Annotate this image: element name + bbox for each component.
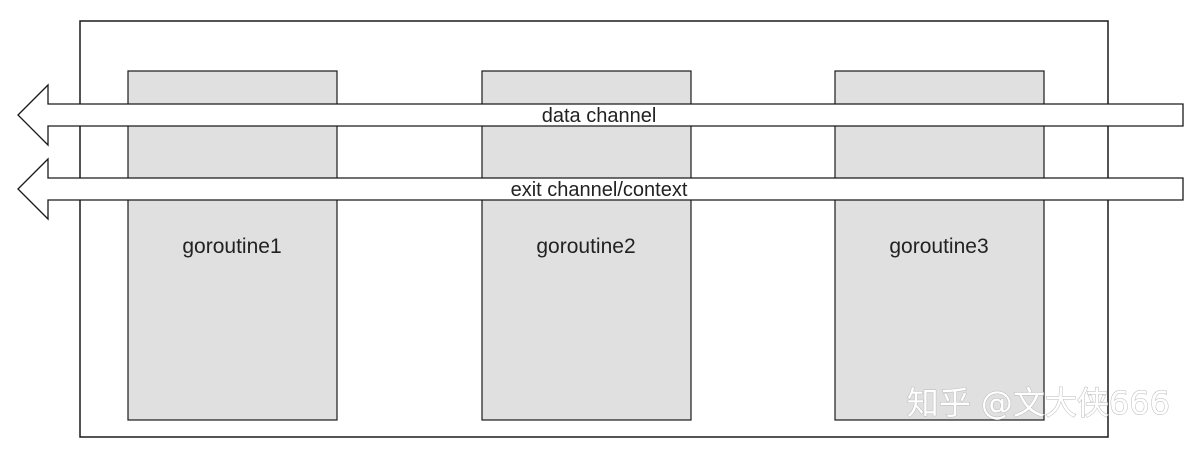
goroutine-box-3-rect: [834, 70, 1045, 421]
goroutine-box-3: goroutine3: [834, 70, 1045, 421]
goroutine-box-2: goroutine2: [481, 70, 692, 421]
goroutine-label-3: goroutine3: [889, 235, 988, 258]
data-channel-arrow: data channel: [17, 83, 1184, 147]
goroutine-label-1: goroutine1: [182, 235, 281, 258]
data-channel-arrow-shape: [17, 83, 1184, 147]
data-channel-label: data channel: [542, 105, 657, 127]
exit-channel-arrow-shape: [17, 157, 1184, 221]
exit-channel-arrow: exit channel/context: [17, 157, 1184, 221]
goroutine-label-2: goroutine2: [536, 235, 635, 258]
goroutine-box-2-rect: [481, 70, 692, 421]
exit-channel-label: exit channel/context: [511, 179, 688, 201]
watermark-text: 知乎 @文大侠666: [907, 384, 1170, 422]
goroutine-box-1: goroutine1: [127, 70, 338, 421]
goroutine-box-1-rect: [127, 70, 338, 421]
